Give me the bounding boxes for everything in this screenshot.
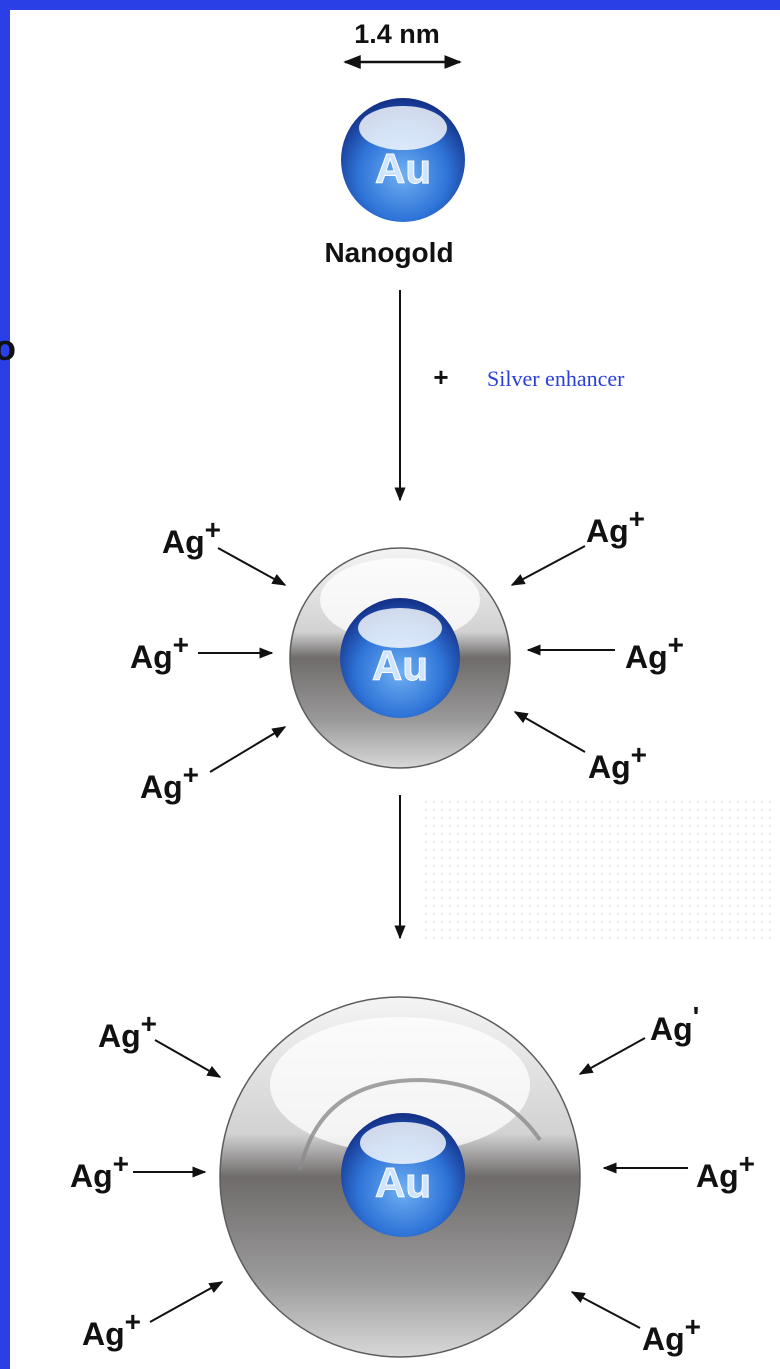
edge-fragment-text: o <box>0 327 16 368</box>
ion-arrow <box>580 1038 645 1074</box>
silver-coated-particle-large: Au <box>220 997 580 1357</box>
svg-text:Ag+: Ag+ <box>82 1306 141 1352</box>
ion-label: Ag+ <box>70 1148 129 1194</box>
ion-arrow <box>218 548 285 585</box>
ion-arrow <box>572 1292 640 1328</box>
particle-title: Nanogold <box>324 237 453 268</box>
svg-text:Ag+: Ag+ <box>625 629 684 675</box>
svg-text:Ag+: Ag+ <box>696 1148 755 1194</box>
ion-label: Ag+ <box>625 629 684 675</box>
au-core-label: Au <box>375 1159 431 1206</box>
svg-text:Ag+: Ag+ <box>588 739 647 785</box>
dotted-background-patch <box>425 800 775 945</box>
svg-text:Ag+: Ag+ <box>162 514 221 560</box>
svg-text:Ag+: Ag+ <box>70 1148 129 1194</box>
reagent-plus-sign: + <box>433 362 448 392</box>
svg-text:Ag+: Ag+ <box>98 1008 157 1054</box>
ion-arrow <box>155 1040 220 1077</box>
ion-label: Ag+ <box>98 1008 157 1054</box>
ion-arrow <box>150 1282 222 1322</box>
silver-enhancer-label: Silver enhancer <box>487 366 625 391</box>
svg-text:Ag+: Ag+ <box>130 629 189 675</box>
ion-label: Ag+ <box>130 629 189 675</box>
silver-coated-particle-medium: Au <box>290 548 510 768</box>
ion-arrow <box>210 727 285 772</box>
svg-text:Ag+: Ag+ <box>586 503 645 549</box>
ion-label: Ag+ <box>82 1306 141 1352</box>
size-label: 1.4 nm <box>354 19 440 49</box>
au-core-label: Au <box>375 145 431 192</box>
ion-arrow <box>512 546 585 585</box>
nanogold-particle: Au <box>341 98 465 222</box>
ion-label: Ag+ <box>586 503 645 549</box>
ion-arrow <box>515 712 585 752</box>
ion-label: Ag+ <box>696 1148 755 1194</box>
svg-text:Ag': Ag' <box>650 1001 699 1047</box>
ion-label: Ag' <box>650 1001 699 1047</box>
au-core-label: Au <box>372 642 428 689</box>
svg-text:Ag+: Ag+ <box>140 759 199 805</box>
ion-label: Ag+ <box>140 759 199 805</box>
ion-label: Ag+ <box>588 739 647 785</box>
svg-text:Ag+: Ag+ <box>642 1311 701 1357</box>
ion-label: Ag+ <box>162 514 221 560</box>
ion-label: Ag+ <box>642 1311 701 1357</box>
